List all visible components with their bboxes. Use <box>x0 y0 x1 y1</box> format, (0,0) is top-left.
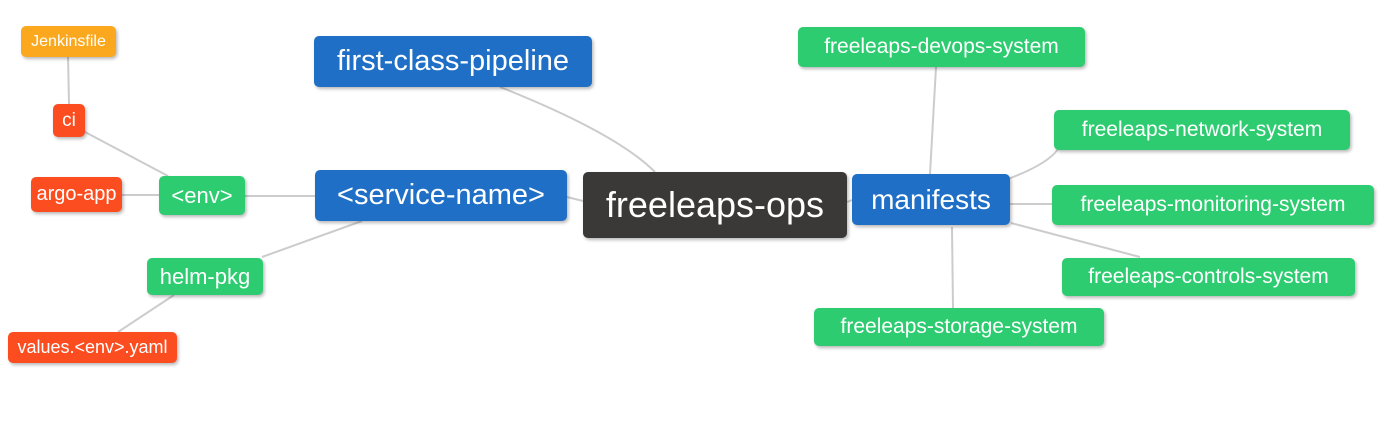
edge-service-name--helm-pkg <box>261 220 363 258</box>
node-freeleaps-monitoring-system[interactable]: freeleaps-monitoring-system <box>1052 185 1374 225</box>
edge-manifests--freeleaps-devops-system <box>929 66 937 175</box>
edge-helm-pkg--values-env-yaml <box>117 294 175 333</box>
node-jenkinsfile[interactable]: Jenkinsfile <box>21 26 116 57</box>
node-helm-pkg[interactable]: helm-pkg <box>147 258 263 295</box>
node-first-class-pipeline[interactable]: first-class-pipeline <box>314 36 592 87</box>
edge-jenkinsfile--ci <box>67 55 70 105</box>
node-freeleaps-ops[interactable]: freeleaps-ops <box>583 172 847 238</box>
node-freeleaps-devops-system[interactable]: freeleaps-devops-system <box>798 27 1085 67</box>
node-service-name[interactable]: <service-name> <box>315 170 567 221</box>
edge-first-class-pipeline--freeleaps-ops <box>499 86 656 173</box>
node-freeleaps-controls-system[interactable]: freeleaps-controls-system <box>1062 258 1355 296</box>
node-manifests[interactable]: manifests <box>852 174 1010 225</box>
node-argo-app[interactable]: argo-app <box>31 177 122 212</box>
edge-manifests--freeleaps-storage-system <box>951 226 954 309</box>
edge-freeleaps-ops--manifests <box>846 199 853 203</box>
edge-ci--env <box>84 131 169 177</box>
node-freeleaps-storage-system[interactable]: freeleaps-storage-system <box>814 308 1104 346</box>
edge-manifests--freeleaps-network-system <box>1007 148 1059 180</box>
node-ci[interactable]: ci <box>53 104 85 137</box>
edge-manifests--freeleaps-controls-system <box>1010 222 1141 258</box>
edge-service-name--freeleaps-ops <box>566 196 584 202</box>
node-freeleaps-network-system[interactable]: freeleaps-network-system <box>1054 110 1350 150</box>
node-env[interactable]: <env> <box>159 176 245 215</box>
node-values-env-yaml[interactable]: values.<env>.yaml <box>8 332 177 363</box>
